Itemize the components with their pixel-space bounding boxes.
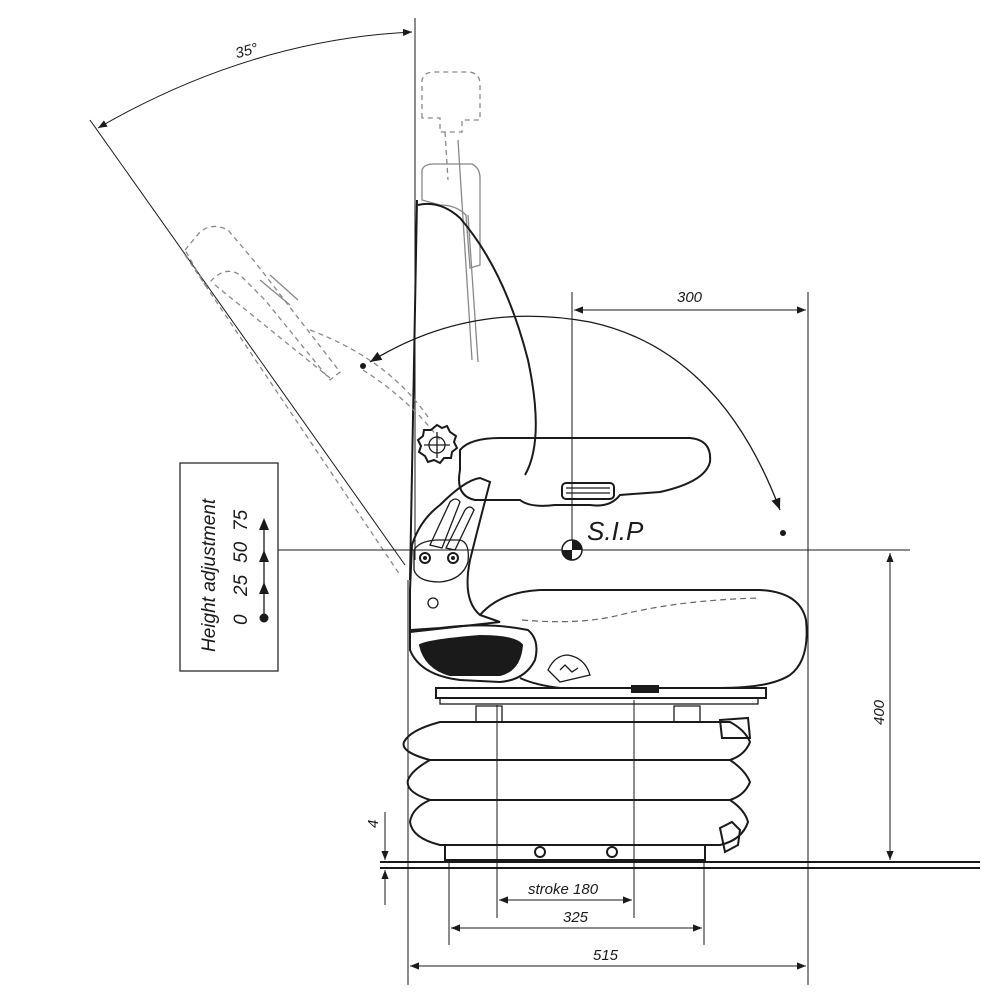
- upright-headrest-body: [421, 163, 481, 269]
- height-adjustment-box: [179, 462, 279, 672]
- slide-rail-latch: [631, 685, 659, 693]
- dim-4-label: 4: [365, 820, 382, 828]
- dim-515-label: 515: [593, 947, 619, 964]
- dim-bottom: stroke 180 325 515: [407, 580, 806, 985]
- bracket-plate: [413, 539, 469, 583]
- dim-300-label: 300: [677, 289, 703, 306]
- bracket-slot-1: [429, 498, 461, 549]
- side-cover-handle: [418, 634, 524, 676]
- sip-reference: S.I.P: [245, 292, 910, 561]
- height-adjustment-title: Height adjustment: [199, 498, 220, 652]
- armrest-rotation-arc: [360, 315, 786, 536]
- hinge-bracket: [409, 476, 501, 634]
- height-arrow-25: [259, 582, 269, 594]
- headrest-post-1: [467, 214, 479, 363]
- side-cover-outline: [409, 624, 538, 684]
- rotation-arc-path: [369, 315, 781, 511]
- height-arrow-75: [259, 518, 269, 530]
- dim-325-label: 325: [563, 909, 589, 926]
- rail-connector: [718, 716, 752, 739]
- recline-knob-icon: [416, 423, 459, 465]
- height-value-25: 25: [231, 574, 252, 597]
- backrest: [409, 199, 537, 581]
- base-plate-outline: [444, 844, 706, 861]
- dim-400-label: 400: [871, 699, 888, 725]
- bellows-fold-1: [402, 721, 752, 761]
- sip-label: S.I.P: [587, 516, 644, 546]
- height-start-dot: [259, 613, 269, 623]
- slide-rail-lower: [439, 697, 759, 705]
- base-hole-right: [606, 846, 618, 858]
- recline-knob-outline: [416, 423, 459, 465]
- bracket-bolt-1: [419, 552, 431, 564]
- seat-cushion-seam: [521, 597, 761, 623]
- backrest-rear-edge: [409, 199, 418, 581]
- seat-side-cover: [409, 624, 591, 684]
- dim-stroke-label: stroke 180: [528, 881, 599, 898]
- armrest-pad: [458, 437, 712, 507]
- base-plate: [380, 844, 980, 869]
- reclined-headrest-post: [214, 284, 331, 379]
- dim-base-gap: 4: [365, 812, 389, 905]
- base-hole-left: [534, 846, 546, 858]
- reclined-back-curve: [309, 329, 431, 421]
- height-value-0: 0: [231, 614, 252, 625]
- bellows-fold-3: [408, 799, 750, 846]
- rotation-ghost-path: [362, 369, 441, 441]
- logo-badge-icon: [559, 664, 579, 673]
- reclined-headrest-outline: [184, 225, 341, 381]
- headrest-post-ghost: [444, 131, 449, 181]
- height-arrow-50: [259, 550, 269, 562]
- reclined-backrest-reference-line: [89, 119, 406, 566]
- rail-foot-right: [673, 705, 701, 723]
- reclined-back-edge: [184, 254, 401, 576]
- bracket-bolt-2: [447, 552, 459, 564]
- dim-sip-offset: 300: [574, 289, 809, 985]
- upright-headrest-top: [421, 71, 481, 133]
- rail-foot-left: [475, 705, 503, 723]
- slide-rail: [435, 685, 767, 739]
- rotation-start-dot: [360, 363, 366, 369]
- logo-badge: [547, 654, 591, 683]
- upright-headrest-ghost: [421, 71, 481, 363]
- rotation-end-dot: [780, 530, 786, 536]
- height-adjustment-panel: Height adjustment 0 25 50 75: [179, 462, 279, 672]
- armrest: [458, 437, 712, 507]
- bracket-pivot: [427, 597, 439, 609]
- suspension-bellows: [402, 721, 752, 854]
- seat-cushion: [479, 589, 808, 689]
- height-value-75: 75: [231, 509, 252, 531]
- reclined-headrest-hatch: [259, 274, 299, 306]
- angle-label: 35°: [234, 40, 260, 62]
- bracket-outline: [409, 476, 501, 634]
- bellows-fold-2: [406, 759, 752, 801]
- seat-cushion-outline: [479, 589, 808, 689]
- slide-rail-bar: [435, 687, 767, 699]
- headrest-post-2: [457, 139, 473, 361]
- armrest-adjuster: [561, 482, 615, 500]
- bellows-valve: [718, 820, 742, 854]
- dim-height: 400: [871, 553, 894, 860]
- angle-arc: [97, 28, 413, 129]
- bracket-slot-2: [445, 506, 475, 551]
- height-value-50: 50: [231, 541, 252, 563]
